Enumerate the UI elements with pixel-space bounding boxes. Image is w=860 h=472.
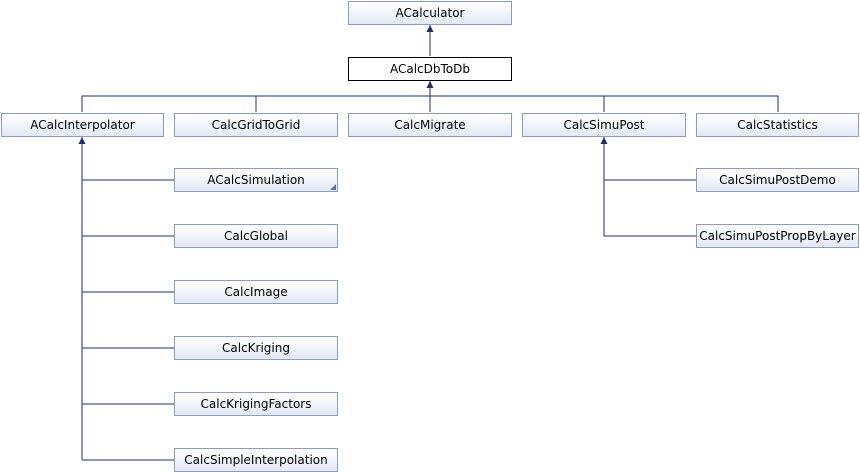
node-calcmigrate[interactable]: CalcMigrate (348, 113, 512, 137)
node-calckrigingfactors[interactable]: CalcKrigingFactors (174, 392, 338, 416)
node-calcimage[interactable]: CalcImage (174, 280, 338, 304)
node-calcstatistics[interactable]: CalcStatistics (696, 113, 859, 137)
node-calcsimupostpropbylayer[interactable]: CalcSimuPostPropByLayer (696, 224, 859, 248)
node-acalcdbtodb: ACalcDbToDb (348, 57, 512, 81)
node-label: CalcGridToGrid (211, 118, 301, 132)
node-label: CalcSimuPost (563, 118, 645, 132)
node-calcsimpleinterpolation[interactable]: CalcSimpleInterpolation (174, 448, 338, 472)
collapsed-indicator-icon (330, 184, 336, 190)
node-label: CalcMigrate (394, 118, 466, 132)
node-label: ACalculator (395, 6, 465, 20)
node-calcsimupostdemo[interactable]: CalcSimuPostDemo (696, 168, 859, 192)
node-acalcsimulation[interactable]: ACalcSimulation (174, 168, 338, 192)
node-calckriging[interactable]: CalcKriging (174, 336, 338, 360)
node-label: CalcKrigingFactors (200, 397, 312, 411)
node-acalculator[interactable]: ACalculator (348, 1, 512, 25)
node-calcsimupost[interactable]: CalcSimuPost (522, 113, 686, 137)
node-calcgridtogrid[interactable]: CalcGridToGrid (174, 113, 338, 137)
node-label: ACalcSimulation (207, 173, 305, 187)
node-label: CalcKriging (222, 341, 290, 355)
node-label: CalcGlobal (224, 229, 288, 243)
node-label: CalcSimuPostDemo (719, 173, 836, 187)
node-label: ACalcInterpolator (30, 118, 135, 132)
node-label: CalcStatistics (737, 118, 818, 132)
node-label: CalcImage (224, 285, 288, 299)
node-calcglobal[interactable]: CalcGlobal (174, 224, 338, 248)
node-acalcinterpolator[interactable]: ACalcInterpolator (1, 113, 164, 137)
node-label: CalcSimpleInterpolation (184, 453, 328, 467)
node-label: CalcSimuPostPropByLayer (699, 229, 856, 243)
node-label: ACalcDbToDb (389, 62, 470, 76)
